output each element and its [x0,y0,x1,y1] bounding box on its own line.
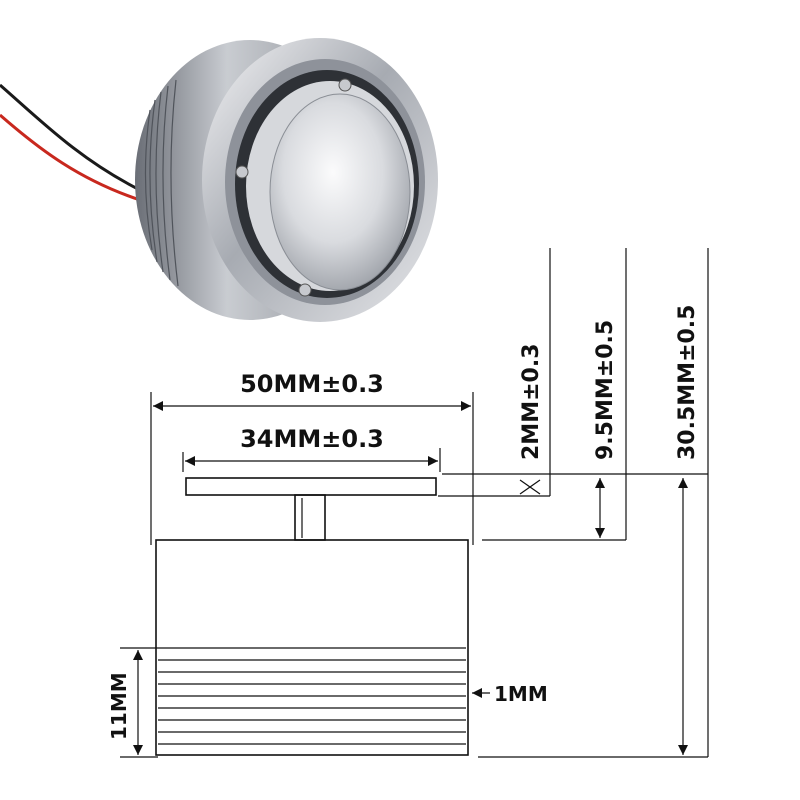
dim-label-11mm: 11MM [107,672,131,740]
arrow-left-icon [153,401,163,411]
dim-label-50: 50MM±0.3 [240,370,384,398]
screw-icon [298,283,312,297]
dim-label-34: 34MM±0.3 [240,425,384,453]
top-plate [185,477,437,496]
product-photo-icon [0,38,438,322]
dim-label-2mm: 2MM±0.3 [519,344,544,461]
black-wire [0,83,141,192]
arrow-left-icon [185,456,195,466]
arrow-right-icon [461,401,471,411]
technical-drawing: 50MM±0.3 34MM±0.3 2MM±0.3 9.5MM±0.5 30.5… [107,248,709,758]
dim-label-9-5mm: 9.5MM±0.5 [593,320,618,460]
arrow-right-icon [428,456,438,466]
arrow-down-icon [595,528,605,538]
cross-mark-icon [519,479,541,495]
body-threads [144,79,179,287]
neck [294,494,326,541]
arrow-up-icon [678,478,688,488]
arrow-down-icon [678,745,688,755]
screw-icon [235,165,249,179]
cap-disk [269,93,411,291]
arrow-up-icon [133,650,143,660]
arrow-up-icon [595,478,605,488]
screw-icon [338,78,352,92]
dim-label-1mm: 1MM [494,682,548,706]
thread-lines [158,647,466,745]
dim-label-30-5mm: 30.5MM±0.5 [675,305,700,460]
arrow-left-icon [472,688,482,698]
arrow-down-icon [133,745,143,755]
red-wire [0,113,141,202]
